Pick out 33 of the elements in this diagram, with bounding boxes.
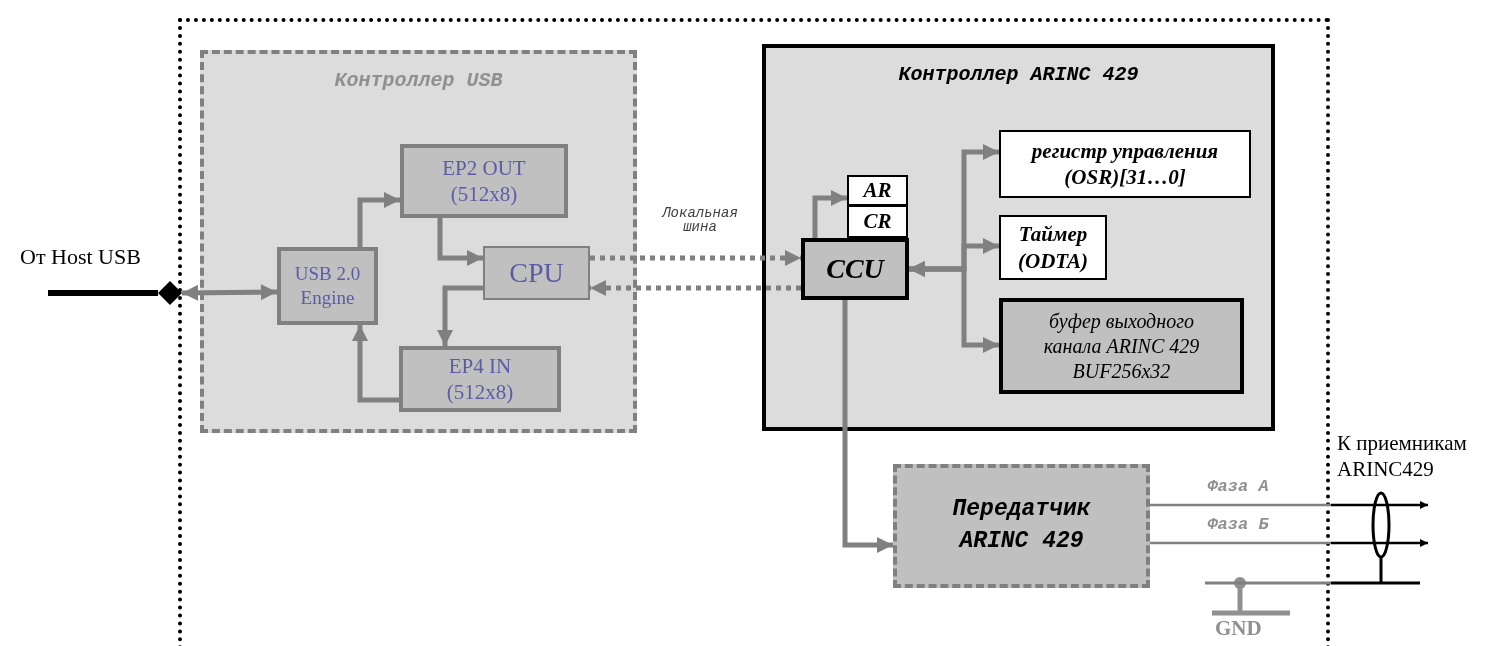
cpu-block: CPU — [483, 246, 590, 300]
arrow — [181, 284, 278, 301]
endpoint-block: EP2 OUT (512x8) — [400, 144, 568, 218]
line — [48, 290, 158, 296]
side-label: От Host USB — [20, 243, 141, 271]
line — [1205, 581, 1420, 585]
arrow — [437, 285, 483, 346]
block-title: Контроллер ARINC 429 — [897, 62, 1140, 88]
ground-label: GND — [1215, 618, 1262, 639]
side-label: К приемникам ARINC429 — [1337, 430, 1468, 483]
arrow — [842, 300, 893, 553]
controller-block — [762, 44, 1275, 431]
block-title: Контроллер USB — [333, 68, 504, 94]
ccu-block: CCU — [801, 238, 909, 300]
arrow — [352, 325, 399, 403]
dashed-arrow — [590, 280, 801, 296]
arrow — [437, 218, 483, 266]
endpoint-block: EP4 IN (512x8) — [399, 346, 561, 412]
transmitter-block: Передатчик ARINC 429 — [893, 464, 1150, 588]
arrow — [909, 261, 999, 353]
arrow — [1150, 539, 1428, 547]
controller-block — [200, 50, 637, 433]
connector-diamond — [158, 281, 182, 305]
register-block: регистр управления (OSR)[31…0] — [999, 130, 1251, 198]
arrow — [357, 192, 400, 247]
buffer-block: буфер выходного канала ARINC 429 BUF256x32 — [999, 298, 1244, 394]
register-block: AR — [847, 175, 908, 206]
engine-block: USB 2.0 Engine — [277, 247, 378, 325]
dashed-arrow — [590, 250, 801, 266]
register-block: CR — [847, 205, 908, 238]
arrow — [812, 190, 847, 238]
arrow — [1150, 501, 1428, 509]
timer-block: Таймер (ODTA) — [999, 215, 1107, 280]
